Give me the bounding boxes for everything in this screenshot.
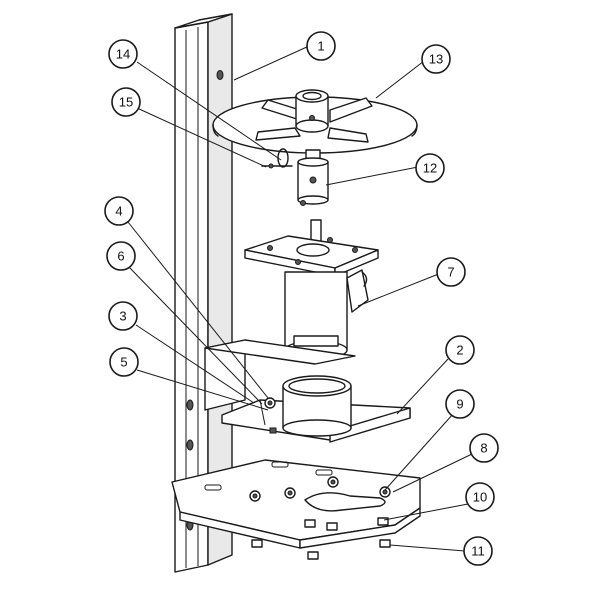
- callout-label: 5: [120, 355, 127, 370]
- callout-label: 2: [456, 343, 463, 358]
- callout-7: 7: [436, 257, 466, 287]
- callout-2: 2: [445, 335, 475, 365]
- leader-lines: [127, 45, 473, 552]
- turntable-wheel: [212, 89, 418, 154]
- base-plate: [171, 459, 421, 560]
- callout-15: 15: [111, 87, 141, 117]
- callout-label: 8: [480, 441, 487, 456]
- callout-label: 3: [119, 309, 126, 324]
- callout-9: 9: [445, 389, 475, 419]
- callout-label: 7: [447, 265, 454, 280]
- callout-label: 11: [471, 544, 485, 559]
- callout-label: 10: [473, 490, 487, 505]
- callout-label: 9: [456, 397, 463, 412]
- callout-13: 13: [421, 44, 451, 74]
- shaft-coupler: [297, 149, 329, 206]
- callout-label: 15: [119, 95, 133, 110]
- callout-3: 3: [108, 301, 138, 331]
- callout-10: 10: [465, 482, 495, 512]
- callout-1: 1: [306, 31, 336, 61]
- callout-11: 11: [463, 536, 493, 566]
- callout-14: 14: [108, 39, 138, 69]
- callout-8: 8: [469, 433, 499, 463]
- callout-5: 5: [109, 347, 139, 377]
- callout-label: 6: [117, 249, 124, 264]
- callout-label: 4: [115, 204, 122, 219]
- callout-12: 12: [415, 153, 445, 183]
- callout-label: 12: [423, 161, 437, 176]
- motor-mount-bracket: [204, 339, 411, 443]
- callout-label: 13: [429, 52, 443, 67]
- callout-6: 6: [106, 241, 136, 271]
- gear-motor: [244, 219, 379, 360]
- callout-label: 14: [116, 47, 130, 62]
- callout-label: 1: [317, 39, 324, 54]
- callout-4: 4: [104, 196, 134, 226]
